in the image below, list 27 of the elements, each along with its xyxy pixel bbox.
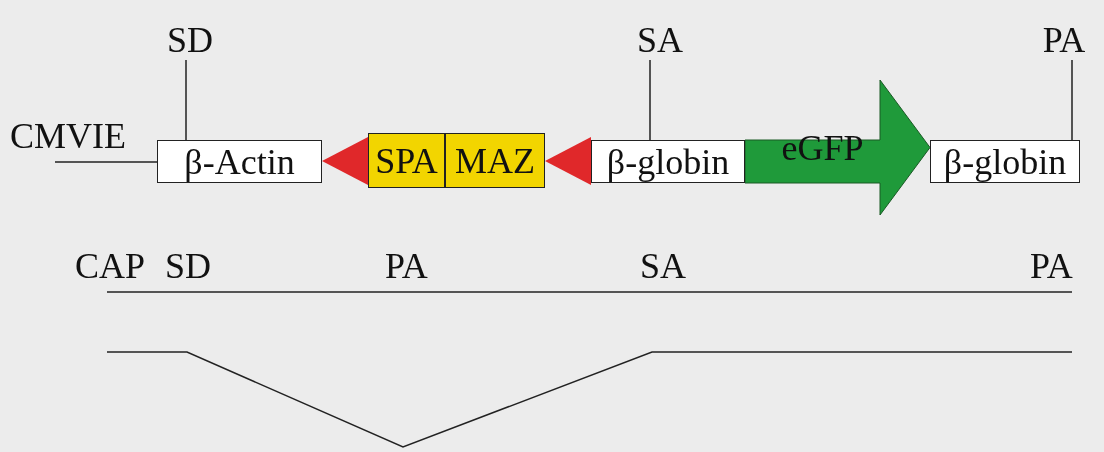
gene-label: MAZ (455, 139, 535, 182)
site-label: PA (385, 248, 428, 284)
promoter-triangle (545, 137, 591, 185)
site-label: SD (165, 248, 212, 284)
leader-line (1071, 59, 1073, 141)
site-label: SD (165, 20, 215, 60)
gene-box (368, 133, 445, 188)
site-label: PA (1030, 248, 1073, 284)
promoter-triangle (322, 137, 368, 185)
gene-label: eGFP (781, 126, 864, 169)
gene-segment (745, 80, 930, 215)
site-label: SA (640, 248, 687, 284)
gene-label: β-globin (943, 140, 1067, 183)
gene-label: SPA (375, 139, 438, 182)
site-label: SA (635, 20, 685, 60)
gene-label: β-Actin (184, 140, 295, 183)
leader-line (185, 59, 187, 141)
leader-line (649, 59, 651, 141)
gene-box (445, 133, 545, 188)
gene-label: β-globin (606, 140, 730, 183)
site-label: CAP (75, 248, 146, 284)
site-label: PA (1036, 20, 1092, 60)
gene-box (930, 140, 1080, 183)
leader-line (54, 161, 158, 163)
gene-box (591, 140, 745, 183)
gene-box (157, 140, 322, 183)
promoter-label: CMVIE (10, 118, 126, 154)
